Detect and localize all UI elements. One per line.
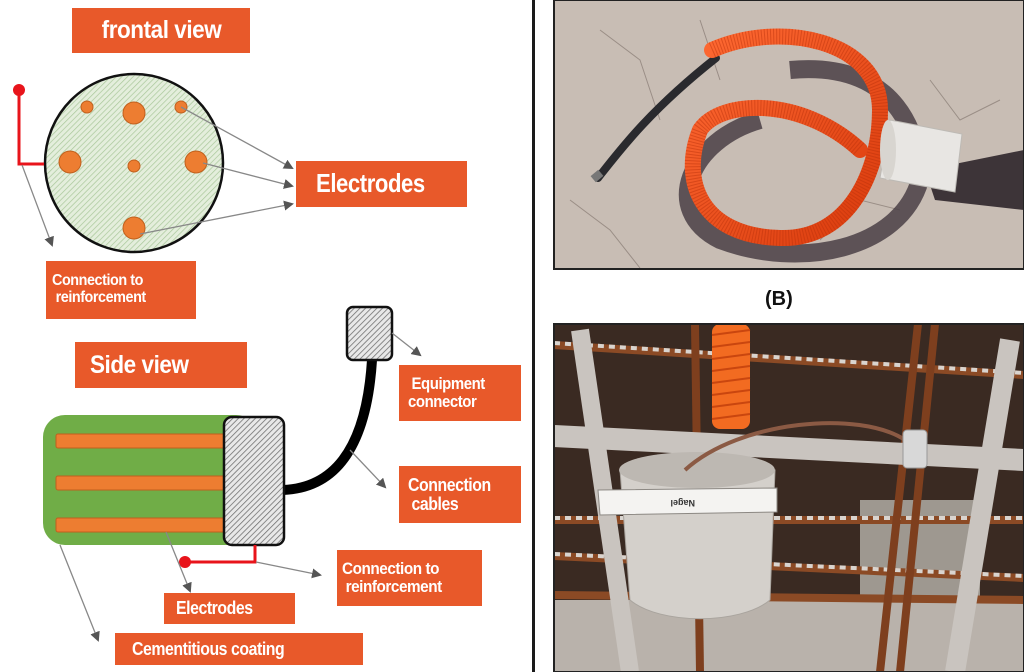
equipment-connector-line1: Equipment xyxy=(411,374,486,394)
pointer-arrow xyxy=(255,561,322,579)
pointer-arrow xyxy=(349,449,387,489)
orange-conduit xyxy=(684,28,889,247)
conduit-ribs xyxy=(684,28,889,247)
frontal-connection-label: Connection to reinforcement xyxy=(46,261,196,319)
frontal-cross-section xyxy=(13,72,294,254)
side-electrodes-label: Electrodes xyxy=(164,593,295,624)
sensor-head-block xyxy=(222,415,286,547)
connection-cables-label: Connection cables xyxy=(399,466,521,523)
equipment-connector-label: Equipment connector xyxy=(399,365,521,421)
side-connection-label: Connection to reinforcement xyxy=(337,550,482,606)
panel-b-caption: (B) xyxy=(765,288,793,310)
pointer-arrow xyxy=(202,162,294,189)
frontal-electrodes-label: Electrodes xyxy=(296,161,467,207)
electrode-bar xyxy=(55,433,229,449)
frontal-connection-label-line2: reinforcement xyxy=(55,289,147,306)
frontal-view-title-text: frontal view xyxy=(101,16,221,45)
conduit-ribs xyxy=(711,329,751,420)
electrode-dot xyxy=(122,216,146,240)
orange-conduit xyxy=(712,324,750,429)
side-view-title-text: Side view xyxy=(90,350,189,379)
rebar-clamp xyxy=(902,429,928,469)
pointer-arrow xyxy=(180,106,294,169)
sensor-top xyxy=(619,452,775,488)
electrode-dot xyxy=(58,150,82,174)
electrode-dot xyxy=(122,101,146,125)
reinforcement-wire xyxy=(683,421,907,472)
cementitious-coating-label-text: Cementitious coating xyxy=(132,638,285,659)
side-connection-label-line2: reinforcement xyxy=(345,577,443,596)
side-view-drawing xyxy=(43,305,422,642)
grouted-vertical-bar xyxy=(945,338,1020,672)
connection-cable xyxy=(282,359,377,495)
photo-sensor-on-ground xyxy=(553,0,1024,270)
sensor-band-text: Nagel xyxy=(670,498,695,508)
pointer-arrow xyxy=(21,164,54,247)
pointer-arrow xyxy=(391,332,422,357)
electrode-bar xyxy=(55,517,229,533)
pointer-arrow xyxy=(165,531,192,593)
electrode-dot xyxy=(80,100,94,114)
reinforcement-terminal xyxy=(179,556,191,568)
reinforcement-terminal xyxy=(13,84,25,96)
equipment-connector-line2: connector xyxy=(408,392,477,411)
electrode-dot xyxy=(127,159,141,173)
reinforcement-wire xyxy=(185,545,257,564)
pointer-arrow xyxy=(139,200,294,235)
grouted-horizontal-bar xyxy=(553,425,1024,471)
pointer-arrow xyxy=(59,544,100,642)
sensor-cylinder-end xyxy=(880,120,896,180)
frontal-view-title: frontal view xyxy=(72,8,250,53)
frontal-electrodes-label-text: Electrodes xyxy=(316,168,425,199)
black-cable xyxy=(594,54,720,182)
cable-plug xyxy=(590,169,604,183)
photo-sensor-installed: Nagel xyxy=(553,323,1024,672)
photo-frame xyxy=(553,0,1024,270)
electrode-dot xyxy=(184,150,208,174)
reinforcement-wire xyxy=(17,90,44,166)
frontal-connection-label-line1: Connection to xyxy=(52,272,143,290)
side-connection-label-line1: Connection to xyxy=(342,559,439,579)
electrode-bar xyxy=(55,475,229,491)
connection-cables-line1: Connection xyxy=(408,474,491,495)
sensor-label-band xyxy=(597,487,778,516)
side-view-title: Side view xyxy=(75,342,247,388)
connection-cables-line2: cables xyxy=(411,493,459,514)
panel-divider xyxy=(532,0,535,672)
photo-frame xyxy=(553,323,1024,672)
side-electrodes-label-text: Electrodes xyxy=(176,598,253,619)
cementitious-coating-label: Cementitious coating xyxy=(115,633,363,665)
equipment-connector-shape xyxy=(345,305,394,362)
